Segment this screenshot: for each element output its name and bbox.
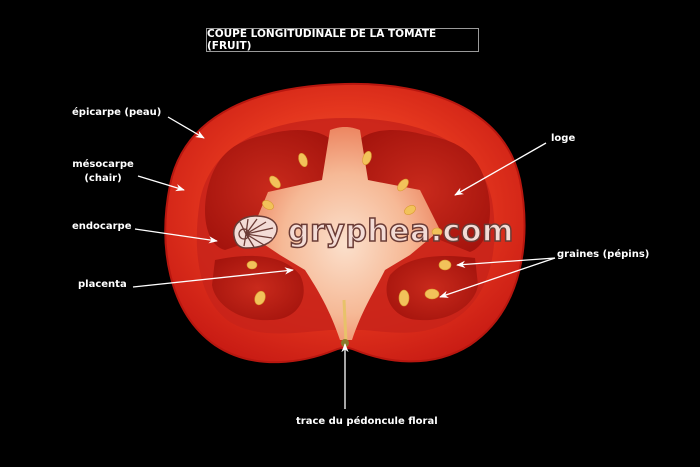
locule-lower-left (212, 255, 304, 321)
arrow-endocarpe (134, 228, 218, 244)
nautilus-shell-icon (233, 215, 278, 249)
arrow-graines-2 (439, 257, 556, 298)
locule-lower-right (386, 255, 478, 321)
watermark-text: gryphea.com (287, 213, 514, 250)
label-endocarpe: endocarpe (72, 221, 132, 232)
arrow-mesocarpe (137, 175, 185, 192)
label-loge: loge (551, 133, 576, 144)
label-graines: graines (pépins) (557, 249, 650, 260)
arrow-placenta (132, 267, 294, 288)
arrow-epicarpe (167, 116, 205, 139)
label-pedoncule: trace du pédoncule floral (296, 416, 438, 427)
label-mesocarpe-line2: (chair) (84, 173, 122, 184)
pointer-arrows (132, 116, 556, 409)
placenta (250, 127, 440, 340)
label-epicarpe: épicarpe (peau) (72, 107, 162, 118)
arrow-graines-1 (456, 257, 556, 269)
seeds (246, 150, 452, 307)
diagram-title: COUPE LONGITUDINALE DE LA TOMATE (FRUIT) (206, 28, 479, 52)
label-mesocarpe-line1: mésocarpe (72, 159, 134, 170)
label-mesocarpe: mésocarpe (chair) (72, 158, 134, 186)
arrow-loge (454, 142, 547, 196)
label-placenta: placenta (78, 279, 127, 290)
